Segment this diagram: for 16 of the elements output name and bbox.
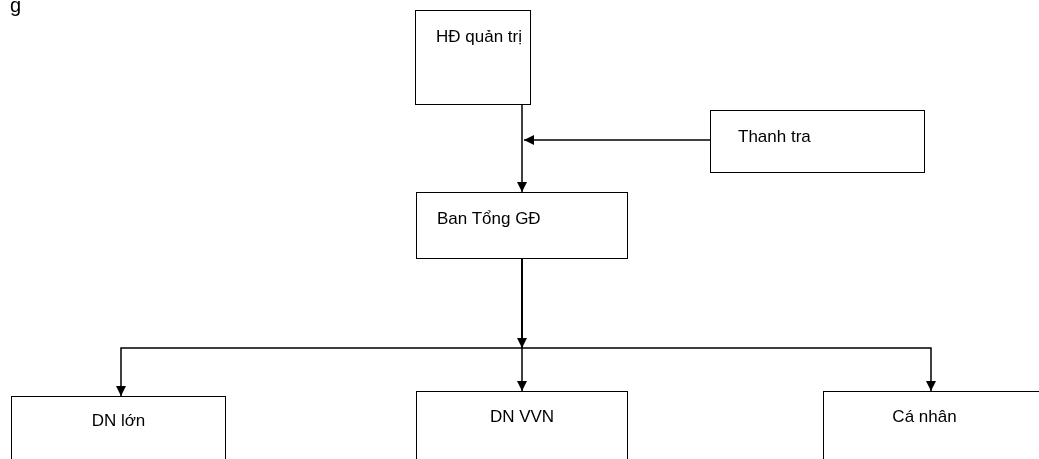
text-fragment: g xyxy=(10,0,22,17)
box-title: HĐ quản trị xyxy=(436,27,522,47)
box-title: Thanh tra xyxy=(738,127,811,147)
arrow xyxy=(523,135,711,145)
org-box xyxy=(710,110,925,173)
org-box xyxy=(416,391,628,459)
arrow xyxy=(517,104,527,193)
org-box xyxy=(11,396,226,459)
org-box xyxy=(415,10,531,105)
org-box xyxy=(823,391,1039,459)
box-title: Cá nhân xyxy=(891,407,958,427)
org-box xyxy=(416,192,628,259)
arrow xyxy=(521,258,936,392)
box-title: Ban Tổng GĐ xyxy=(437,209,541,229)
box-title: DN VVN xyxy=(488,407,556,427)
box-title: DN lớn xyxy=(90,411,147,431)
